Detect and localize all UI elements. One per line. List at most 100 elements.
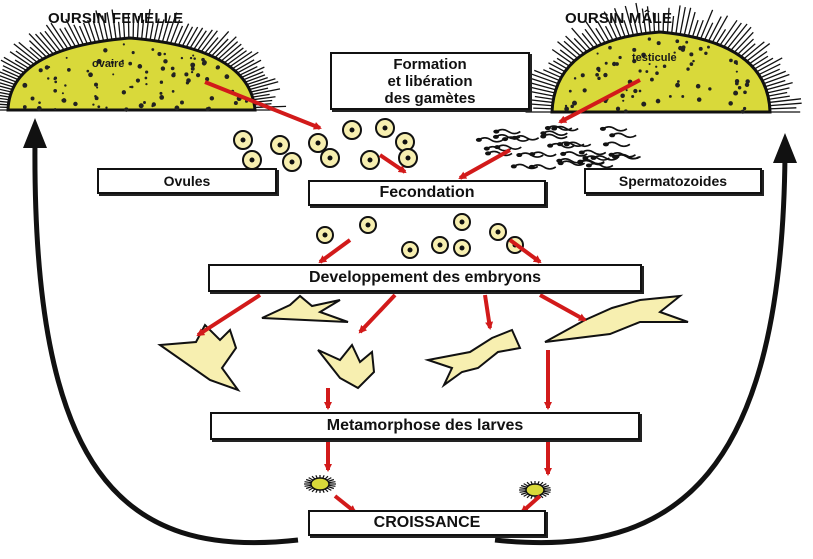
speckle xyxy=(216,65,220,69)
speckle xyxy=(159,92,162,95)
speckle xyxy=(605,62,608,65)
speckle xyxy=(595,73,599,77)
speckle xyxy=(190,57,192,59)
speckle xyxy=(202,60,207,65)
ovule-nucleus xyxy=(316,141,321,146)
speckle xyxy=(73,102,77,106)
formation-line-3: des gamètes xyxy=(385,90,476,107)
spermatozoide-head xyxy=(564,142,570,146)
speckle xyxy=(62,92,64,94)
speckle xyxy=(53,89,57,93)
speckle xyxy=(631,95,634,98)
speckle xyxy=(180,101,184,105)
speckle xyxy=(677,80,680,83)
speckle xyxy=(681,95,684,98)
speckle xyxy=(669,95,672,98)
speckle xyxy=(181,57,183,59)
juvenile-urchin xyxy=(304,475,336,493)
speckle xyxy=(572,101,577,106)
spermatozoide xyxy=(479,138,503,142)
speckle xyxy=(145,77,148,80)
speckle xyxy=(597,53,599,55)
speckle xyxy=(743,107,746,110)
larva-2 xyxy=(262,296,348,322)
embryo-nucleus xyxy=(496,230,501,235)
embryo-nucleus xyxy=(323,233,328,238)
speckle xyxy=(704,52,707,55)
speckle xyxy=(123,43,125,45)
speckle xyxy=(225,74,230,79)
speckle xyxy=(157,52,161,56)
spermatozoide-head xyxy=(558,161,564,165)
embryo-cells xyxy=(317,214,523,258)
speckle xyxy=(105,106,107,108)
arrow-dev-larva-3 xyxy=(360,295,395,332)
speckle xyxy=(569,90,572,93)
speckle xyxy=(733,91,738,96)
speckle xyxy=(622,100,624,102)
ovule-nucleus xyxy=(290,160,295,165)
speckle xyxy=(650,78,654,82)
speckle xyxy=(685,41,688,44)
speckle xyxy=(175,106,180,111)
ovule-nucleus xyxy=(403,140,408,145)
juvenile-body xyxy=(311,478,329,490)
spermatozoide xyxy=(603,127,627,131)
ovule-nucleus xyxy=(328,156,333,161)
spermatozoide xyxy=(606,142,630,146)
spermatozoide-head xyxy=(484,147,490,151)
speckle xyxy=(66,57,68,59)
speckle xyxy=(696,84,701,89)
speckle xyxy=(583,88,587,92)
speckle xyxy=(620,93,625,98)
speckle xyxy=(103,48,107,52)
speckle xyxy=(22,83,27,88)
spermatozoide-head xyxy=(476,138,482,142)
ovule-nucleus xyxy=(350,128,355,133)
spermatozoide xyxy=(496,130,520,134)
speckle xyxy=(64,84,66,86)
speckle xyxy=(598,69,601,72)
speckle xyxy=(210,96,214,100)
speckle xyxy=(735,79,739,83)
speckle xyxy=(136,78,140,82)
ovule-nucleus xyxy=(406,156,411,161)
speckle xyxy=(641,102,646,107)
developpement-box: Developpement des embryons xyxy=(208,264,642,292)
speckle xyxy=(729,59,733,63)
speckle xyxy=(184,72,188,76)
speckle xyxy=(196,73,200,77)
speckle xyxy=(92,103,94,105)
speckle xyxy=(54,81,57,84)
speckle xyxy=(54,77,57,80)
spine xyxy=(51,23,70,51)
sperm-cells xyxy=(476,126,641,169)
speckle xyxy=(31,97,35,101)
speckle xyxy=(707,46,710,49)
speckle xyxy=(639,69,642,72)
formation-box: Formation et libération des gamètes xyxy=(330,52,530,110)
speckle xyxy=(616,107,620,111)
spermatozoide xyxy=(612,133,636,137)
speckle xyxy=(112,73,114,75)
speckle xyxy=(61,99,64,102)
speckle xyxy=(686,67,689,70)
metamorphose-box: Metamorphose des larves xyxy=(210,412,640,440)
speckle xyxy=(663,64,666,67)
speckle xyxy=(54,108,56,110)
speckle xyxy=(67,68,71,72)
speckle xyxy=(48,66,50,68)
formation-line-1: Formation xyxy=(393,56,466,73)
spermatozoide-head xyxy=(608,153,614,157)
croissance-box: CROISSANCE xyxy=(308,510,546,536)
speckle xyxy=(648,37,651,40)
spermatozoides-label: Spermatozoides xyxy=(619,173,727,189)
ovules-label: Ovules xyxy=(164,173,211,189)
speckle xyxy=(564,107,569,112)
speckle xyxy=(736,71,738,73)
speckle xyxy=(39,68,43,72)
speckle xyxy=(152,102,156,106)
speckle xyxy=(612,62,616,66)
embryo-nucleus xyxy=(366,223,371,228)
